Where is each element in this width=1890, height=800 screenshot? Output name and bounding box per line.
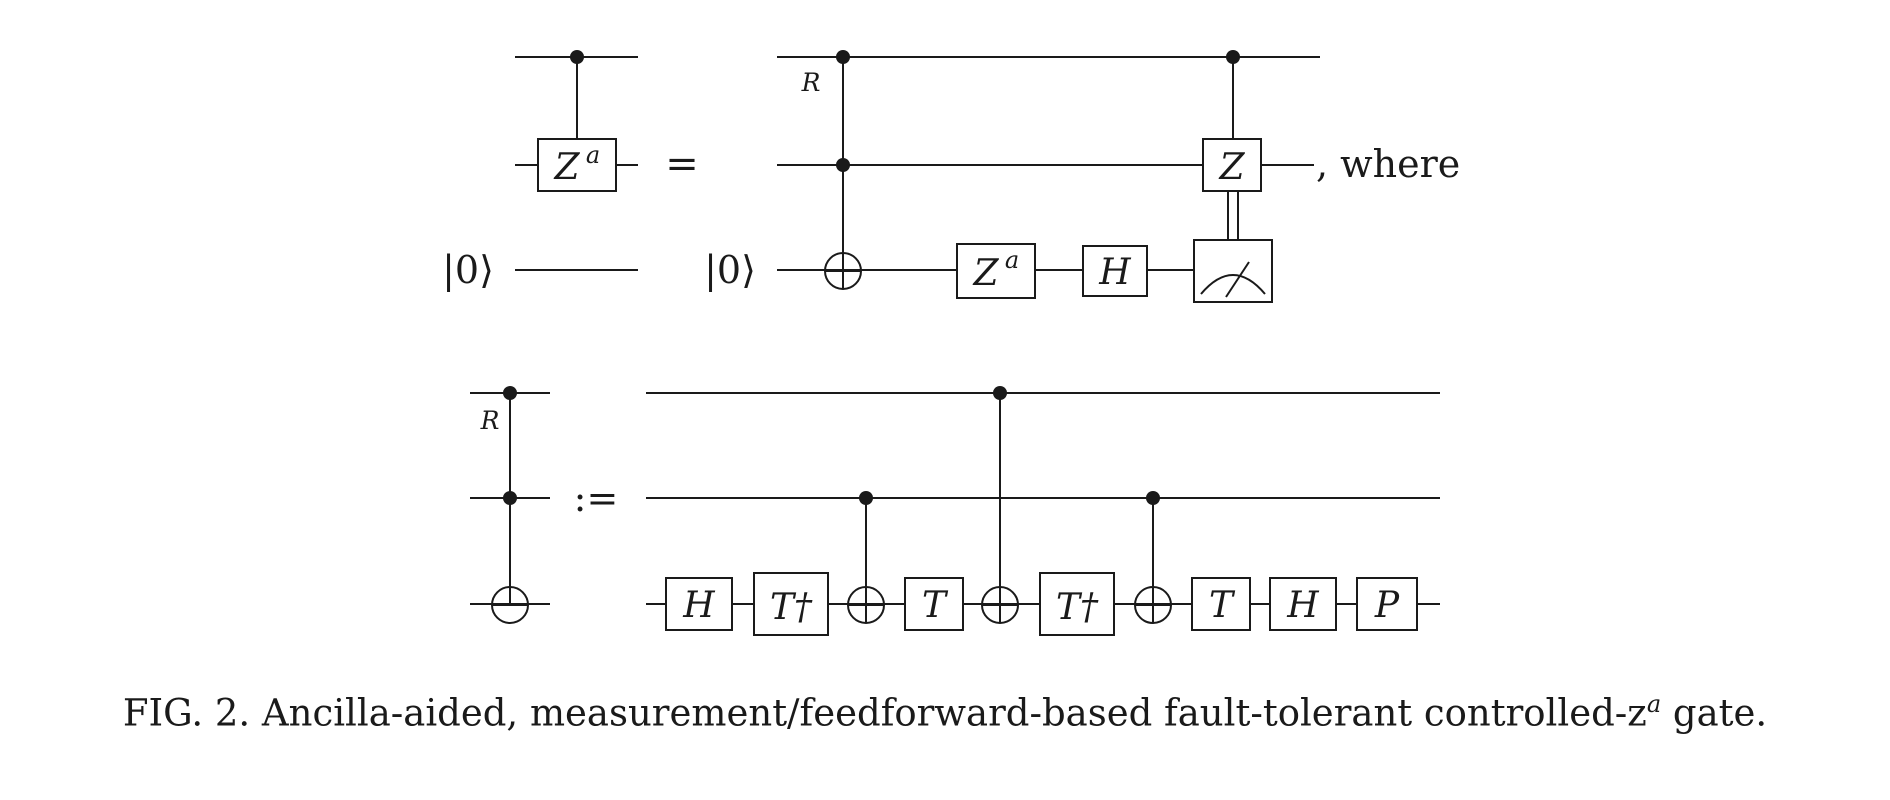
lhs-za-gate-label: Z xyxy=(553,147,580,188)
rhs-h-gate-box xyxy=(1082,245,1148,297)
rhs-z-gate-box xyxy=(1202,138,1262,192)
b-lhs-toffoli-control-2 xyxy=(503,491,517,505)
rhs-za-gate-sup: a xyxy=(1005,246,1019,274)
bottom-rhs-circuit: H T† T T† T H P xyxy=(646,386,1440,636)
lhs-ket-zero: |0⟩ xyxy=(442,248,494,292)
b-t-gate-1-label: T xyxy=(922,585,949,626)
b-tdag-gate-2-box xyxy=(1039,572,1115,636)
lhs-za-gate-box xyxy=(537,138,617,192)
caption-prefix: FIG. 2. Ancilla-aided, measurement/feedf… xyxy=(122,691,1647,735)
b-cnot-3-control xyxy=(1146,491,1160,505)
caption-suffix: gate. xyxy=(1661,691,1768,735)
b-p-gate-label: P xyxy=(1374,585,1400,626)
equals-sign: = xyxy=(665,141,699,187)
rhs-toffoli-control-2 xyxy=(836,158,850,172)
b-t-gate-2-label: T xyxy=(1209,585,1236,626)
rhs-za-gate-box xyxy=(956,243,1036,299)
b-lhs-r-label: R xyxy=(480,406,500,435)
b-h-gate-1-box xyxy=(665,577,733,631)
rhs-ket-zero: |0⟩ xyxy=(704,248,756,292)
b-tdag-gate-1-box xyxy=(753,572,829,636)
meter-icon-needle xyxy=(1225,261,1250,298)
definition-sign: := xyxy=(574,476,619,520)
top-lhs-circuit: Z a |0⟩ xyxy=(442,50,638,292)
b-cnot-2-control xyxy=(993,386,1007,400)
lhs-za-gate-sup: a xyxy=(586,141,600,169)
rhs-r-label: R xyxy=(801,68,821,97)
b-t-gate-1-box xyxy=(904,577,964,631)
where-text: , where xyxy=(1316,142,1460,186)
caption-sup: a xyxy=(1646,690,1662,718)
rhs-toffoli-control-1 xyxy=(836,50,850,64)
lhs-control-dot xyxy=(570,50,584,64)
meter-icon-arc xyxy=(1200,274,1266,295)
rhs-h-gate-label: H xyxy=(1098,252,1131,293)
b-t-gate-2-box xyxy=(1191,577,1251,631)
rhs-za-gate-label: Z xyxy=(972,253,999,294)
b-cnot-1-control xyxy=(859,491,873,505)
bottom-lhs-circuit: R xyxy=(470,386,550,624)
b-h-gate-1-label: H xyxy=(682,585,715,626)
rhs-measurement-box xyxy=(1193,239,1273,303)
b-h-gate-2-label: H xyxy=(1286,585,1319,626)
rhs-z-gate-label: Z xyxy=(1218,147,1245,188)
b-p-gate-box xyxy=(1356,577,1418,631)
b-tdag-gate-2-label: T† xyxy=(1056,587,1099,628)
figure-caption: FIG. 2. Ancilla-aided, measurement/feedf… xyxy=(0,690,1890,734)
top-rhs-circuit: |0⟩ R Z a H Z , where xyxy=(704,50,1460,303)
b-tdag-gate-1-label: T† xyxy=(770,587,813,628)
b-h-gate-2-box xyxy=(1269,577,1337,631)
b-lhs-toffoli-control-1 xyxy=(503,386,517,400)
rhs-cz-control-dot xyxy=(1226,50,1240,64)
